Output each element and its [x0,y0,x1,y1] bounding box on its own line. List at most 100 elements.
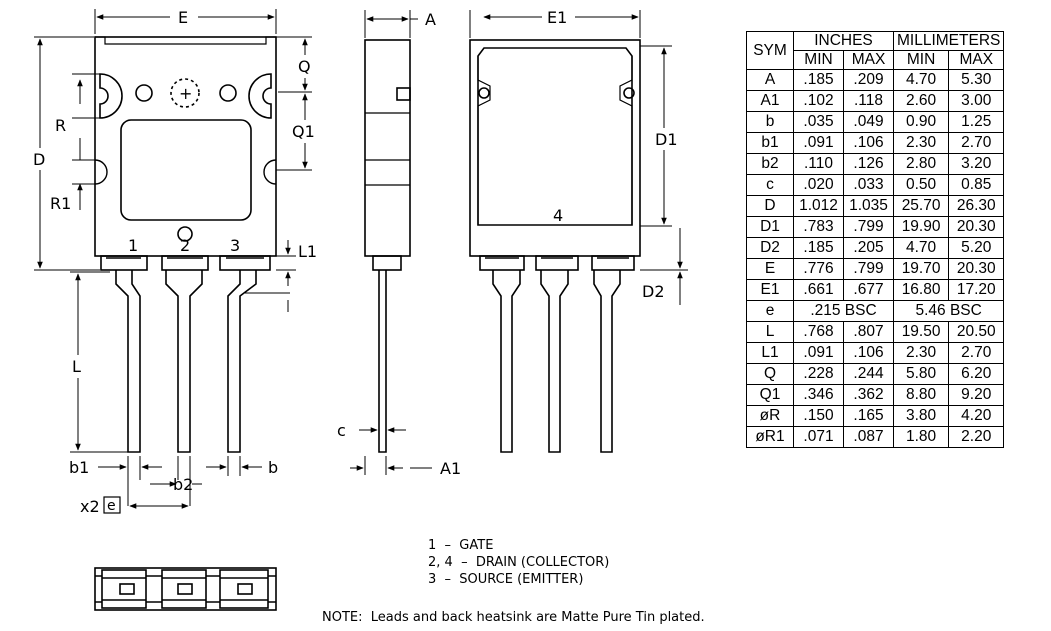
dim-label-Q: Q [298,57,311,76]
table-cell: .362 [843,384,894,406]
table-cell: 8.80 [892,384,950,406]
table-cell: A [746,69,794,91]
table-cell: 17.20 [948,279,1005,301]
table-cell: 9.20 [948,384,1005,406]
table-cell: A1 [746,90,794,112]
header-max: MAX [843,50,894,70]
table-cell: .118 [843,90,894,112]
front-view: E + 1 2 3 D [33,8,317,516]
dim-label-x2: x2 [80,497,100,516]
table-cell: .244 [843,363,894,385]
back-view: E1 4 D1 D2 [469,8,688,453]
table-cell: 5.46 BSC [892,300,1005,322]
dim-label-E: E [178,8,188,27]
table-cell: 19.50 [892,321,950,343]
table-cell: 20.50 [948,321,1005,343]
table-cell: .102 [793,90,844,112]
table-cell: .799 [843,216,894,238]
table-cell: .783 [793,216,844,238]
dim-label-A1: A1 [440,459,461,478]
table-cell: Q1 [746,384,794,406]
table-cell: 0.50 [892,174,950,196]
table-cell: D2 [746,237,794,259]
dim-label-e-basic: e [107,498,116,514]
table-cell: 4.20 [948,405,1005,427]
table-cell: .677 [843,279,894,301]
table-cell: 2.60 [892,90,950,112]
table-cell: 2.20 [948,426,1005,448]
dim-label-c: c [337,421,346,440]
table-cell: 2.30 [892,342,950,364]
table-cell: D1 [746,216,794,238]
table-cell: e [746,300,794,322]
legend-gate: 1 – GATE [428,538,494,553]
table-cell: 5.20 [948,237,1005,259]
dim-label-b: b [268,458,278,477]
table-cell: 3.00 [948,90,1005,112]
table-cell: 20.30 [948,216,1005,238]
table-cell: .033 [843,174,894,196]
table-cell: .185 [793,237,844,259]
table-cell: c [746,174,794,196]
table-cell: .126 [843,153,894,175]
table-cell: .185 [793,69,844,91]
table-cell: .799 [843,258,894,280]
dimension-table: SYM INCHES MILLIMETERS MIN MAX MIN MAX A… [746,31,1005,448]
table-cell: .346 [793,384,844,406]
table-cell: .661 [793,279,844,301]
dim-label-R: R [55,116,66,135]
center-mark-plus: + [179,84,192,103]
table-cell: 25.70 [892,195,950,217]
table-cell: .205 [843,237,894,259]
table-cell: 1.25 [948,111,1005,133]
dim-label-L: L [72,357,81,376]
header-min: MIN [793,50,844,70]
dim-label-L1: L1 [298,242,317,261]
table-cell: .776 [793,258,844,280]
header-inches: INCHES [793,31,894,51]
table-cell: øR1 [746,426,794,448]
table-cell: 6.20 [948,363,1005,385]
table-cell: 26.30 [948,195,1005,217]
dim-label-E1: E1 [547,8,567,27]
dim-label-R1: R1 [50,194,71,213]
table-cell: 0.90 [892,111,950,133]
pin-number-2: 2 [180,236,190,255]
header-millimeters: MILLIMETERS [892,31,1005,51]
dim-label-b2: b2 [173,475,193,494]
legend-source: 3 – SOURCE (EMITTER) [428,572,584,587]
table-cell: .768 [793,321,844,343]
table-cell: 5.30 [948,69,1005,91]
table-cell: .209 [843,69,894,91]
table-cell: b [746,111,794,133]
table-cell: .106 [843,342,894,364]
pin-number-4: 4 [553,206,563,225]
table-cell: 4.70 [892,237,950,259]
table-cell: E [746,258,794,280]
table-cell: .807 [843,321,894,343]
table-cell: D [746,195,794,217]
note-text: NOTE: Leads and back heatsink are Matte … [322,610,705,625]
table-cell: L [746,321,794,343]
table-cell: .071 [793,426,844,448]
table-cell: .091 [793,132,844,154]
table-cell: 2.30 [892,132,950,154]
table-cell: .110 [793,153,844,175]
table-cell: 1.80 [892,426,950,448]
side-view: A c A1 [337,10,461,478]
table-cell: .035 [793,111,844,133]
